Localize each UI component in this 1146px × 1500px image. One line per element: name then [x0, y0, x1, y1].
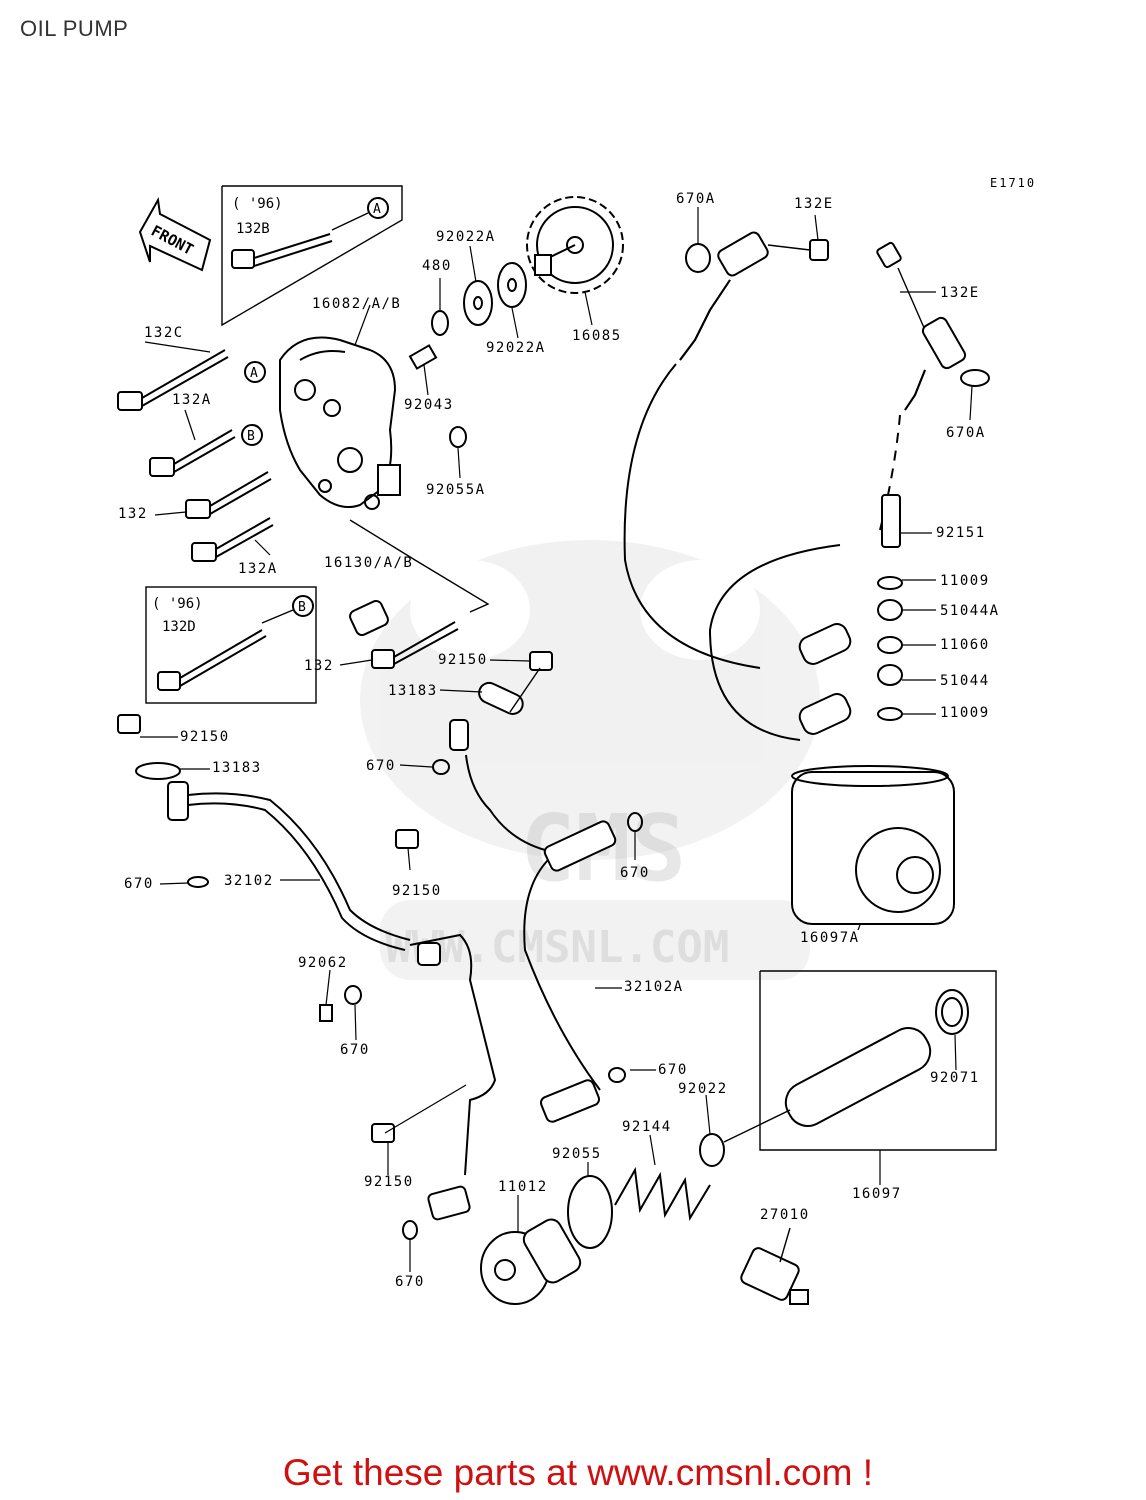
bolt-132b [231, 233, 333, 269]
watermark-logo [360, 540, 820, 980]
gear-16085 [526, 196, 624, 294]
inset-96-left-ref: B [298, 600, 306, 615]
label-11012: 11012 [498, 1179, 548, 1195]
label-132e-top: 132E [794, 196, 834, 212]
label-13183-center: 13183 [388, 683, 438, 699]
inset-96-left-year: ( '96) [152, 596, 203, 612]
label-92022a-top: 92022A [436, 229, 496, 245]
label-16097: 16097 [852, 1186, 902, 1202]
oil-filter-16097a [791, 765, 955, 925]
switch-27010 [740, 1227, 809, 1305]
label-92150-center: 92150 [438, 652, 488, 668]
watermark-text: WWW.CMSNL.COM [385, 922, 729, 973]
label-16085: 16085 [572, 328, 622, 344]
oil-pump-body [279, 336, 401, 510]
leader-lines [140, 207, 973, 1272]
label-13183-left: 13183 [212, 760, 262, 776]
label-92062: 92062 [298, 955, 348, 971]
label-16130-a-b: 16130/A/B [324, 555, 414, 571]
inset-96-top-part: 132B [236, 221, 270, 237]
label-27010: 27010 [760, 1207, 810, 1223]
label-670-a: 670 [366, 758, 396, 774]
inset-96-top: ( '96) 132B A [221, 185, 403, 327]
bolt-132a-lower [191, 517, 274, 562]
label-92150-mid: 92150 [392, 883, 442, 899]
label-670a-right: 670A [946, 425, 986, 441]
label-670-b: 670 [124, 876, 154, 892]
ref-a-circle: A [250, 366, 258, 381]
label-132c: 132C [144, 325, 184, 341]
label-670-d: 670 [340, 1042, 370, 1058]
label-92055a: 92055A [426, 482, 486, 498]
label-92022a-bottom: 92022A [486, 340, 546, 356]
pipe-32102a [449, 719, 617, 1123]
bolt-132a-upper [149, 429, 236, 477]
bolt-132c [117, 349, 229, 411]
label-11009-bottom: 11009 [940, 705, 990, 721]
inset-96-left-part: 132D [162, 619, 196, 635]
label-32102a: 32102A [624, 979, 684, 995]
label-51044a: 51044A [940, 603, 1000, 619]
plug-11012 [480, 1218, 582, 1305]
label-92071: 92071 [930, 1070, 980, 1086]
label-132a-lower: 132A [238, 561, 278, 577]
label-92022: 92022 [678, 1081, 728, 1097]
footer-link-text[interactable]: Get these parts at www.cmsnl.com ! [282, 1452, 874, 1493]
label-670a-top: 670A [676, 191, 716, 207]
label-11009-top: 11009 [940, 573, 990, 589]
label-670-e: 670 [658, 1062, 688, 1078]
inset-96-top-year: ( '96) [232, 196, 283, 212]
ref-b-circle: B [247, 429, 255, 444]
front-arrow: FRONT [138, 196, 212, 272]
label-670-c: 670 [620, 865, 650, 881]
label-92144: 92144 [622, 1119, 672, 1135]
label-132a-upper: 132A [172, 392, 212, 408]
label-132: 132 [118, 506, 148, 522]
diagram-code: E1710 [990, 176, 1037, 190]
inset-96-top-ref: A [373, 202, 381, 217]
spring-92144 [614, 1166, 711, 1221]
strainer-inset [699, 970, 997, 1167]
hose-right [623, 231, 990, 741]
label-92151: 92151 [936, 525, 986, 541]
label-11060: 11060 [940, 637, 990, 653]
inset-96-left: ( '96) 132D B [145, 586, 317, 704]
label-32102: 32102 [224, 873, 274, 889]
label-92043: 92043 [404, 397, 454, 413]
label-670-f: 670 [395, 1274, 425, 1290]
label-16082-a-b: 16082/A/B [312, 296, 402, 312]
bolt-132d [157, 629, 267, 691]
label-51044: 51044 [940, 673, 990, 689]
bolt-132 [185, 471, 272, 519]
label-92055: 92055 [552, 1146, 602, 1162]
label-480: 480 [422, 258, 452, 274]
label-16097a: 16097A [800, 930, 860, 946]
label-132-lower: 132 [304, 658, 334, 674]
page-title: OIL PUMP [20, 16, 129, 41]
label-132e-right: 132E [940, 285, 980, 301]
label-92150-bottom: 92150 [364, 1174, 414, 1190]
pipe-32102 [167, 781, 497, 1221]
label-92150-left: 92150 [180, 729, 230, 745]
bolt-132-lower [371, 621, 459, 669]
